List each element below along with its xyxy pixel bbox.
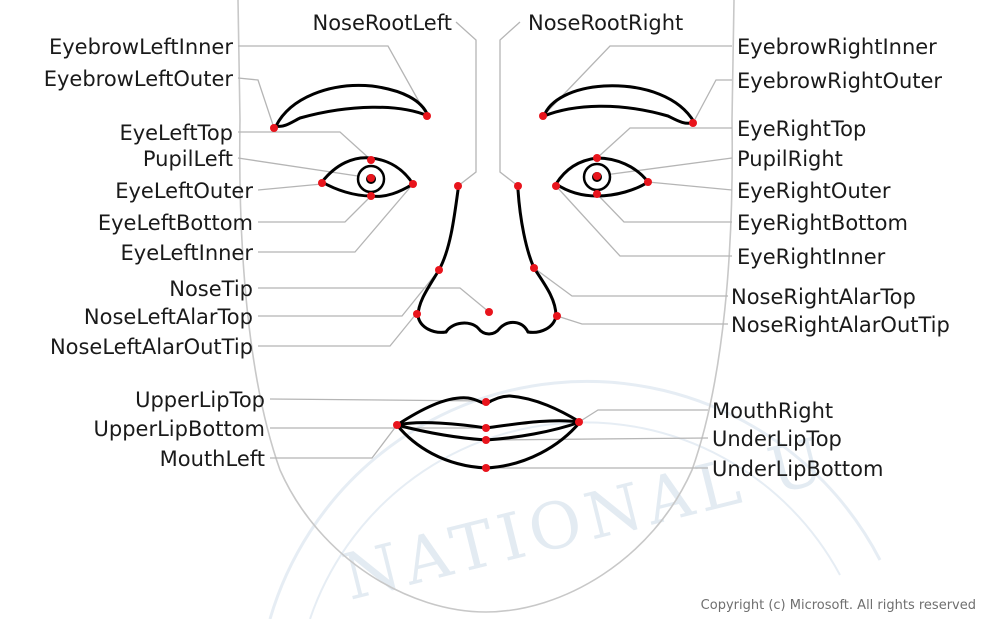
landmark-nose-left-alar-top bbox=[435, 266, 443, 274]
landmark-eyebrow-right-outer bbox=[689, 119, 697, 127]
label-nose-left-alar-top: NoseLeftAlarTop bbox=[84, 305, 253, 329]
label-eye-right-bottom: EyeRightBottom bbox=[737, 211, 908, 235]
landmark-eyebrow-right-inner bbox=[539, 112, 547, 120]
copyright-notice: Copyright (c) Microsoft. All rights rese… bbox=[701, 598, 976, 613]
label-eye-right-outer: EyeRightOuter bbox=[737, 179, 891, 203]
landmark-eye-left-outer bbox=[318, 179, 326, 187]
landmark-nose-left-alar-out-tip bbox=[413, 310, 421, 318]
landmark-upper-lip-bottom bbox=[482, 424, 490, 432]
landmark-pupil-left bbox=[367, 174, 375, 182]
left-eyebrow bbox=[276, 85, 428, 126]
landmark-mouth-right bbox=[575, 418, 583, 426]
landmark-nose-root-left bbox=[454, 182, 462, 190]
landmark-mouth-left bbox=[393, 421, 401, 429]
landmark-eyebrow-left-outer bbox=[270, 124, 278, 132]
label-eyebrow-left-outer: EyebrowLeftOuter bbox=[44, 67, 234, 91]
label-under-lip-bottom: UnderLipBottom bbox=[712, 457, 883, 481]
label-nose-right-alar-out-tip: NoseRightAlarOutTip bbox=[731, 313, 950, 337]
label-eyebrow-left-inner: EyebrowLeftInner bbox=[49, 35, 233, 59]
landmark-eye-left-bottom bbox=[367, 192, 375, 200]
label-eye-left-outer: EyeLeftOuter bbox=[115, 179, 253, 203]
label-nose-root-left: NoseRootLeft bbox=[312, 11, 452, 35]
label-under-lip-top: UnderLipTop bbox=[712, 427, 842, 451]
label-mouth-right: MouthRight bbox=[712, 399, 833, 423]
landmark-eye-left-inner bbox=[409, 180, 417, 188]
landmark-pupil-right bbox=[593, 172, 601, 180]
label-eye-left-top: EyeLeftTop bbox=[119, 121, 233, 145]
label-nose-left-alar-out-tip: NoseLeftAlarOutTip bbox=[50, 335, 253, 359]
landmark-under-lip-top bbox=[482, 436, 490, 444]
landmark-eye-right-outer bbox=[644, 178, 652, 186]
nose-right-side bbox=[518, 190, 556, 332]
label-upper-lip-top: UpperLipTop bbox=[135, 388, 265, 412]
label-pupil-left: PupilLeft bbox=[143, 147, 233, 171]
landmark-labels: NoseRootLeft NoseRootRight EyebrowLeftIn… bbox=[44, 11, 950, 481]
watermark-text: NATIONAL U bbox=[336, 423, 837, 615]
landmark-nose-root-right bbox=[514, 182, 522, 190]
landmark-under-lip-bottom bbox=[482, 464, 490, 472]
label-pupil-right: PupilRight bbox=[737, 147, 843, 171]
landmark-eye-right-bottom bbox=[593, 190, 601, 198]
label-eye-right-inner: EyeRightInner bbox=[737, 245, 886, 269]
label-eye-left-inner: EyeLeftInner bbox=[121, 241, 254, 265]
label-eye-right-top: EyeRightTop bbox=[737, 117, 866, 141]
label-eyebrow-right-inner: EyebrowRightInner bbox=[737, 35, 937, 59]
landmark-eyebrow-left-inner bbox=[423, 112, 431, 120]
landmark-upper-lip-top bbox=[482, 398, 490, 406]
landmark-nose-right-alar-out-tip bbox=[553, 312, 561, 320]
label-nose-root-right: NoseRootRight bbox=[528, 11, 683, 35]
label-eye-left-bottom: EyeLeftBottom bbox=[98, 211, 253, 235]
landmark-eye-right-inner bbox=[552, 182, 560, 190]
nose-left-side bbox=[418, 190, 458, 332]
label-nose-right-alar-top: NoseRightAlarTop bbox=[731, 285, 916, 309]
landmark-nose-right-alar-top bbox=[530, 264, 538, 272]
label-mouth-left: MouthLeft bbox=[160, 447, 265, 471]
nose-bottom bbox=[446, 322, 528, 334]
landmark-eye-right-top bbox=[593, 154, 601, 162]
landmark-dots bbox=[270, 112, 697, 472]
label-upper-lip-bottom: UpperLipBottom bbox=[94, 417, 265, 441]
landmark-eye-left-top bbox=[367, 156, 375, 164]
landmark-nose-tip bbox=[485, 308, 493, 316]
label-nose-tip: NoseTip bbox=[169, 277, 253, 301]
label-eyebrow-right-outer: EyebrowRightOuter bbox=[737, 69, 942, 93]
